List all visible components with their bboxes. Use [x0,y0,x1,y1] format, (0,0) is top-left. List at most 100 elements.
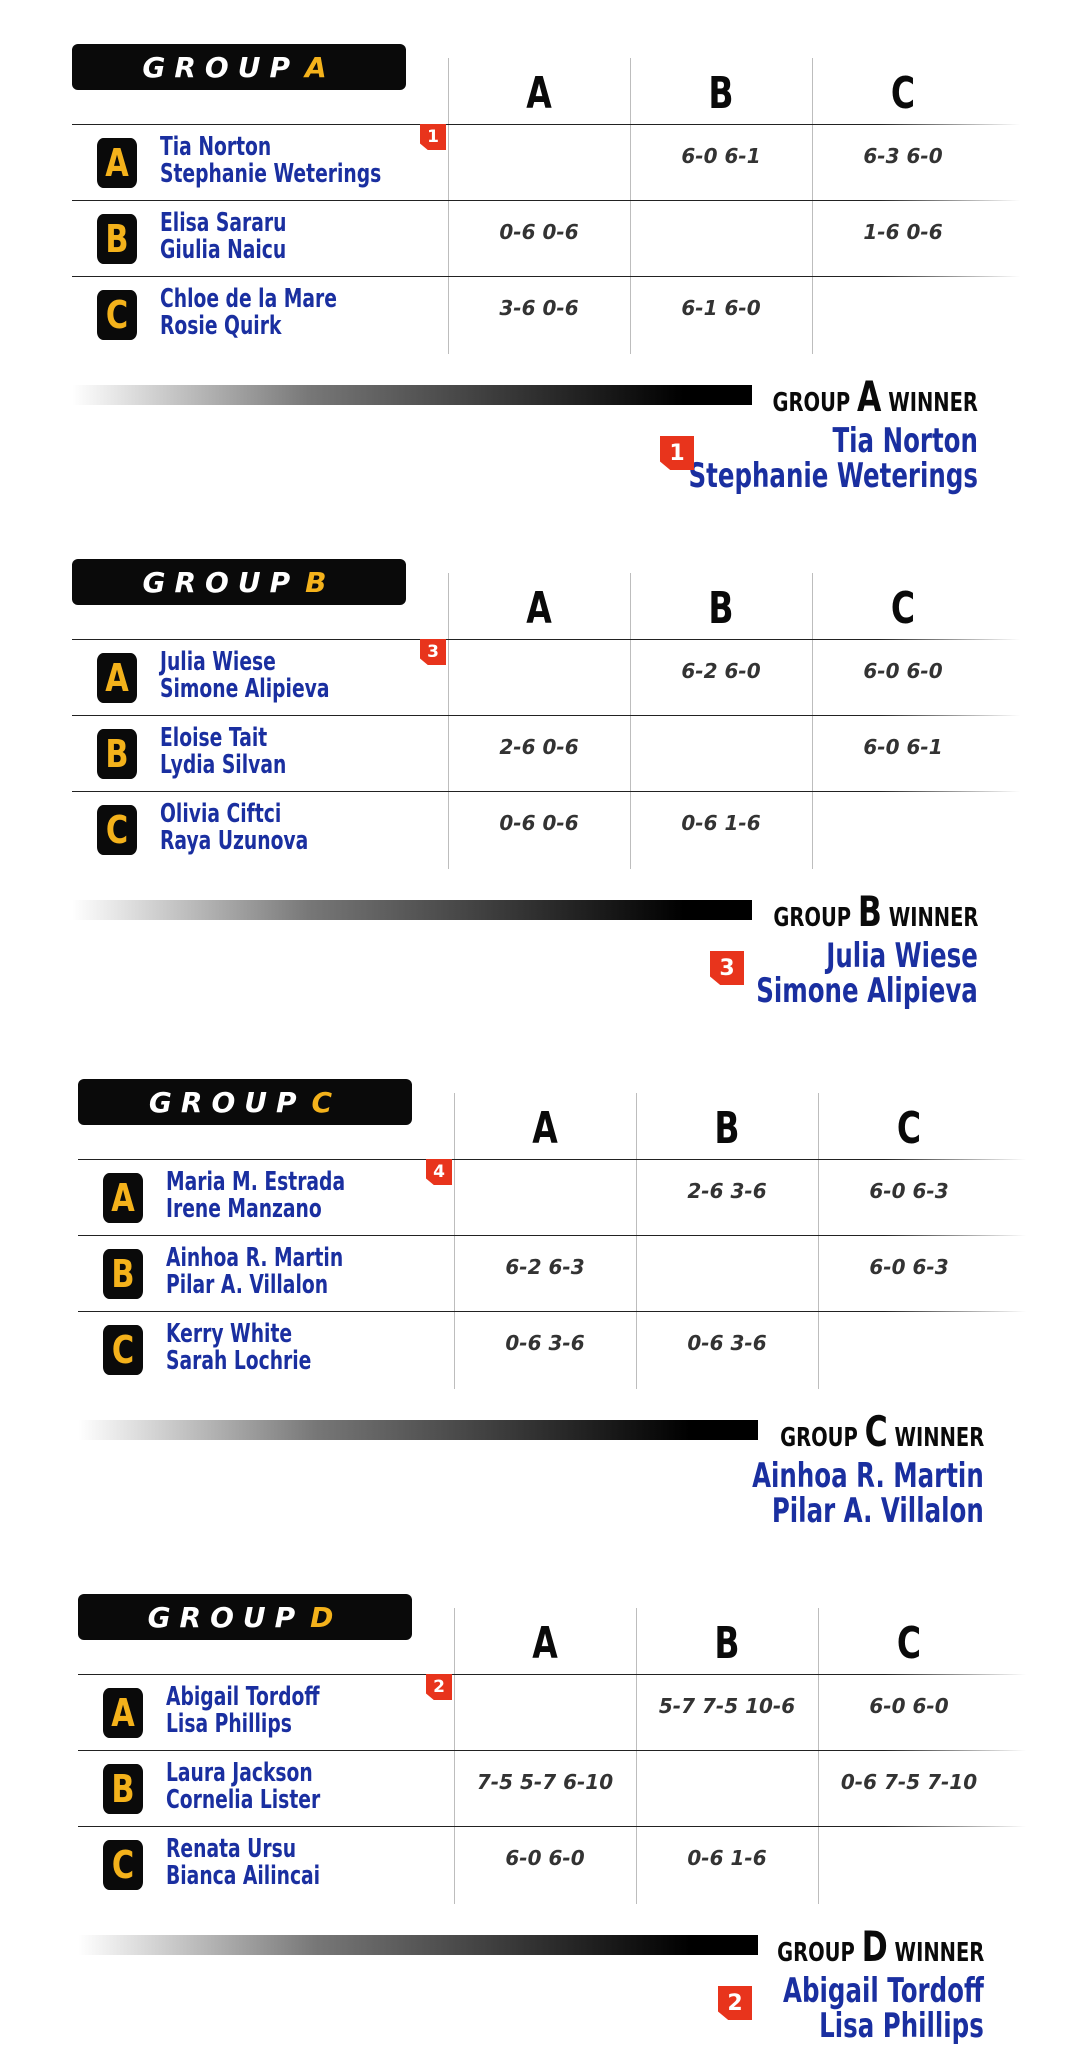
score-cell: 2-6 3-6 [687,1179,767,1203]
seed-badge: 2 [426,1674,452,1700]
player-2-name: Bianca Ailincai [166,1861,321,1891]
score-cell: 0-6 1-6 [687,1846,767,1870]
score-cell: 6-0 6-0 [505,1846,585,1870]
score-cell: 2-6 0-6 [499,735,579,759]
winner-label-prefix: GROUP [779,1423,858,1453]
row-divider [72,276,1020,277]
column-header-a: A [526,583,552,634]
row-divider [72,715,1020,716]
player-1-name: Julia Wiese [160,647,276,677]
winner-gradient-bar [72,385,752,405]
player-2-name: Rosie Quirk [160,311,282,341]
score-cell: 6-0 6-1 [681,144,761,168]
winner-label-prefix: GROUP [776,1938,855,1968]
group-title: GROUP [147,1600,305,1634]
winner-player-2: Stephanie Weterings [688,456,978,496]
row-divider [78,1311,1026,1312]
winner-label: GROUP D WINNER [777,1922,984,1971]
group-letter: D [310,1600,343,1634]
player-2-name: Lydia Silvan [160,750,287,780]
column-header-a: A [532,1103,558,1154]
score-cell: 0-6 3-6 [505,1331,585,1355]
column-divider [454,1093,455,1389]
column-divider [636,1608,637,1904]
team-letter-badge: A [97,138,137,188]
winner-gradient-bar [78,1935,758,1955]
player-1-name: Tia Norton [160,132,272,162]
player-2-name: Cornelia Lister [166,1785,321,1815]
player-1-name: Olivia Ciftci [160,799,282,829]
winner-player-2: Pilar A. Villalon [772,1491,984,1531]
player-2-name: Giulia Naicu [160,235,287,265]
score-cell: 5-7 7-5 10-6 [658,1694,796,1718]
row-divider [78,1235,1026,1236]
team-letter-badge: C [97,805,137,855]
score-cell: 6-0 6-3 [869,1255,949,1279]
row-divider [78,1159,1026,1160]
column-header-c: C [896,1618,922,1669]
score-cell: 7-5 5-7 6-10 [476,1770,614,1794]
group-title: GROUP [142,565,300,599]
winner-seed-badge: 3 [710,951,744,985]
winner-seed-badge: 1 [660,436,694,470]
score-cell: 6-2 6-0 [681,659,761,683]
score-cell: 0-6 1-6 [681,811,761,835]
score-cell: 6-0 6-1 [863,735,943,759]
score-cell: 0-6 3-6 [687,1331,767,1355]
column-divider [812,58,813,354]
row-divider [72,791,1020,792]
group-letter: C [311,1085,342,1119]
column-divider [636,1093,637,1389]
score-cell: 6-3 6-0 [863,144,943,168]
team-letter-badge: C [103,1325,143,1375]
winner-label: GROUP B WINNER [773,887,978,936]
column-divider [454,1608,455,1904]
winner-player-2: Lisa Phillips [819,2006,984,2046]
winner-group-letter: C [864,1407,888,1456]
column-header-c: C [890,68,916,119]
winner-group-letter: A [857,372,882,421]
winner-label: GROUP C WINNER [780,1407,984,1456]
column-divider [448,58,449,354]
row-divider [72,639,1020,640]
team-letter-badge: A [103,1173,143,1223]
winner-player-1: Tia Norton [832,421,978,461]
winner-player-1: Abigail Tordoff [783,1971,984,2011]
score-cell: 0-6 0-6 [499,811,579,835]
team-letter-badge: B [97,729,137,779]
row-divider [78,1750,1026,1751]
row-divider [72,124,1020,125]
column-header-b: B [708,68,734,119]
winner-player-1: Julia Wiese [826,936,978,976]
score-cell: 0-6 7-5 7-10 [840,1770,978,1794]
group-title: GROUP [142,50,299,84]
team-letter-badge: A [103,1688,143,1738]
winner-label-suffix: WINNER [894,1423,984,1453]
row-divider [78,1674,1026,1675]
group-letter: B [305,565,336,599]
player-1-name: Abigail Tordoff [166,1682,320,1712]
column-divider [630,573,631,869]
player-1-name: Elisa Sararu [160,208,287,238]
